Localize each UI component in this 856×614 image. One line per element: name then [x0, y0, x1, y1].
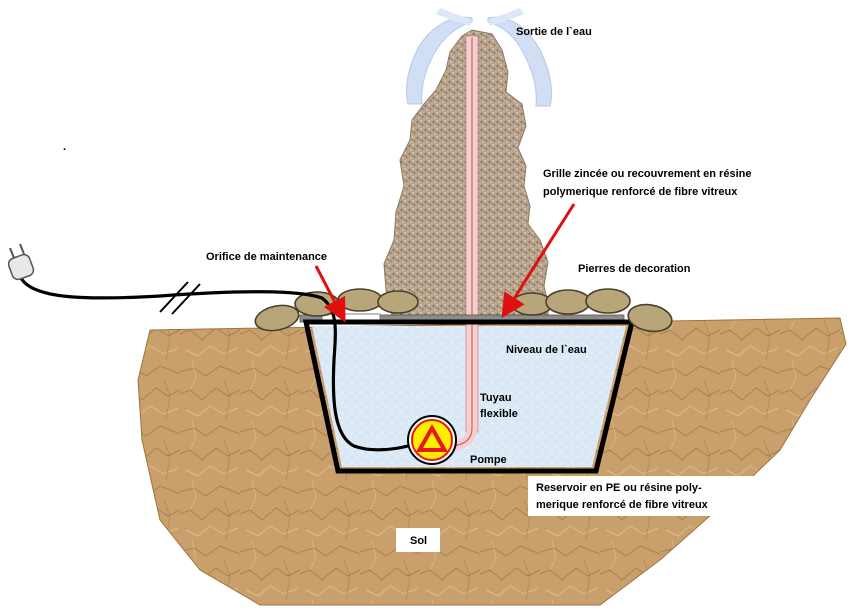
pump-icon: [407, 415, 457, 465]
label-maintenance: Orifice de maintenance: [206, 251, 327, 263]
arrow-grille: [501, 203, 576, 319]
reservoir-tank: [302, 319, 636, 474]
label-hose-line2: flexible: [480, 408, 518, 420]
cable-break-mark: [171, 283, 201, 315]
label-grille-line1: Grille zincée ou recouvrement en résine: [543, 168, 751, 180]
soil-label-box: [396, 528, 440, 552]
water-jets: [405, 8, 553, 107]
label-stray-dot: .: [63, 141, 66, 153]
label-reservoir-line2: merique renforcé de fibre vitreux: [536, 499, 709, 511]
label-reservoir-line1: Reservoir en PE ou résine poly-: [536, 482, 702, 494]
reservoir-label-box: [528, 476, 756, 516]
power-plug-icon: [7, 243, 35, 281]
cable-break-mark: [159, 281, 189, 313]
label-grille-line2: polymerique renforcé de fibre vitreux: [543, 186, 738, 198]
label-water-outlet: Sortie de l`eau: [516, 26, 592, 38]
label-soil: Sol: [410, 535, 427, 547]
label-pump: Pompe: [470, 454, 507, 466]
label-hose-line1: Tuyau: [480, 392, 512, 404]
arrow-maintenance: [314, 265, 346, 323]
decorative-stones: [254, 288, 673, 333]
label-stones: Pierres de decoration: [578, 263, 691, 275]
label-water-level: Niveau de l`eau: [506, 344, 587, 356]
